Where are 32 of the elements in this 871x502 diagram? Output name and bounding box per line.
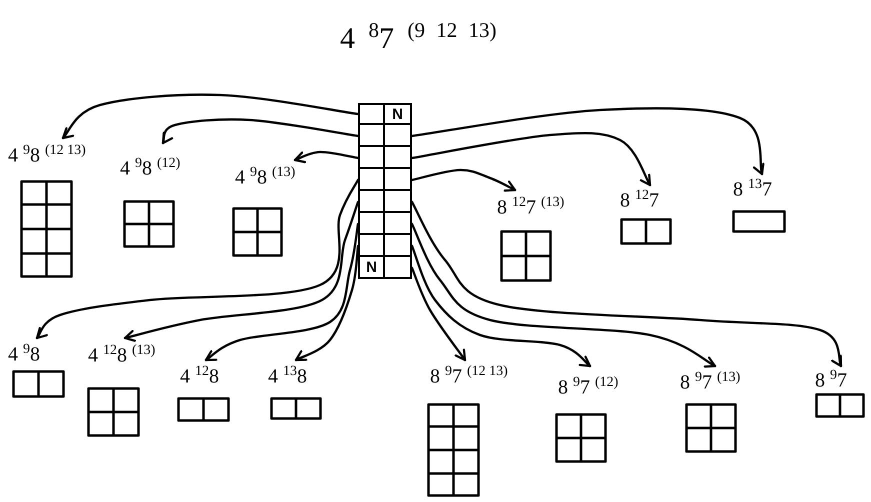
- curved-arrow: [410, 266, 466, 362]
- table-cell: [383, 255, 412, 279]
- table-cell: N: [358, 255, 385, 279]
- curved-arrow: [160, 118, 360, 144]
- curved-arrow: [124, 200, 360, 342]
- tableau-label: 4 $^{9}$8 $^{(13)}$: [235, 166, 296, 188]
- tableau-label: 4 $^{13}$8: [268, 365, 307, 387]
- tableau-label: 4 $^{8}$7 $^{(9 12 13)}$: [340, 20, 496, 54]
- curved-arrow: [294, 244, 360, 362]
- curved-arrow: [410, 200, 844, 368]
- tableau-label: 4 $^{9}$8: [8, 343, 40, 365]
- curved-arrow: [294, 150, 360, 163]
- tableau-label: 8 $^{9}$7 $^{(13)}$: [680, 371, 740, 393]
- tableau-label: 8 $^{12}$7: [620, 189, 659, 211]
- curved-arrow: [62, 94, 360, 140]
- tableau-label: 4 $^{12}$8: [180, 365, 219, 387]
- curved-arrow: [36, 178, 360, 340]
- tableau-label: 8 $^{9}$7 $^{(12 13)}$: [430, 365, 508, 387]
- tableau-label: 4 $^{12}$8 $^{(13)}$: [88, 344, 156, 366]
- curved-arrow: [410, 222, 716, 368]
- curved-arrow: [410, 244, 592, 368]
- curved-arrow: [204, 222, 360, 362]
- curved-arrow: [410, 168, 516, 192]
- tableau-label: 8 $^{12}$7 $^{(13)}$: [497, 196, 564, 218]
- curved-arrow: [410, 132, 652, 186]
- tableau-label: 8 $^{9}$7 $^{(12)}$: [558, 376, 618, 398]
- tableau-label: 8 $^{9}$7: [815, 369, 847, 391]
- table-cell: N: [383, 103, 412, 125]
- tableau-label: 4 $^{9}$8 $^{(12)}$: [120, 157, 180, 179]
- curved-arrow: [410, 107, 766, 176]
- tableau-label: 8 $^{13}$7: [733, 178, 772, 200]
- tableau-label: 4 $^{9}$8 $^{(12 13)}$: [8, 144, 86, 166]
